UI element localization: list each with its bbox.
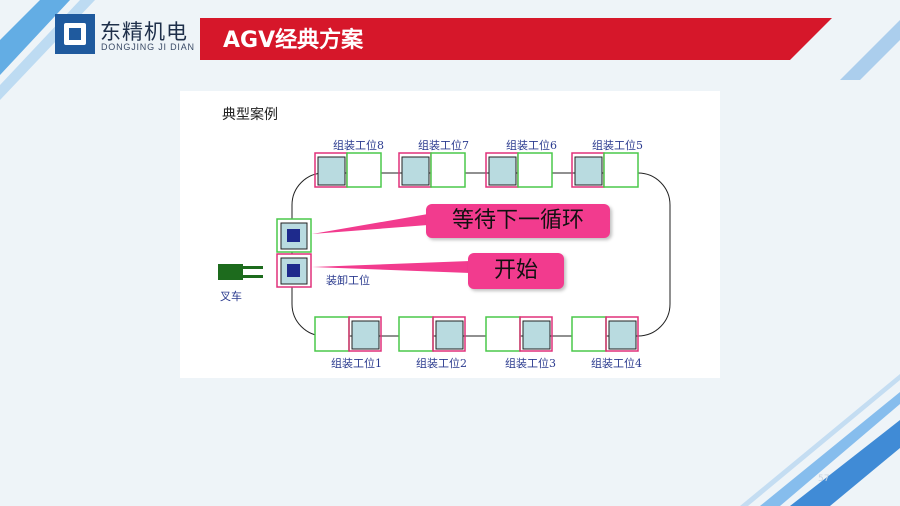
bottom-station-row [314, 316, 639, 352]
station-label-2: 组装工位2 [416, 357, 467, 370]
station-label-4: 组装工位4 [591, 357, 642, 370]
company-logo-icon [55, 14, 95, 54]
station-label-6: 组装工位6 [506, 139, 557, 152]
page-number: 57 [818, 474, 830, 484]
station-label-8: 组装工位8 [333, 139, 384, 152]
company-name-pinyin: DONGJING JI DIAN [101, 42, 195, 52]
forklift-icon [218, 264, 263, 280]
company-name: 东精机电 [100, 20, 188, 44]
figure-title: 典型案例 [222, 107, 278, 123]
callout-wait-pointer [312, 214, 428, 234]
case-figure: 典型案例 组装工位8 组装工位7 组装工位6 组装工位5 组装工位1 组装工位2… [180, 91, 720, 378]
layout-diagram [218, 152, 671, 352]
station-label-5: 组装工位5 [592, 139, 643, 152]
station-label-1: 组装工位1 [331, 357, 382, 370]
callout-start: 开始 [468, 253, 564, 289]
forklift-label: 叉车 [220, 290, 242, 303]
unload-station-label: 装卸工位 [326, 274, 370, 287]
top-station-row [314, 152, 639, 188]
station-label-7: 组装工位7 [418, 139, 469, 152]
header-banner [200, 18, 832, 60]
unload-station [276, 218, 312, 288]
callout-wait-next-cycle: 等待下一循环 [426, 204, 610, 238]
callout-start-pointer [312, 261, 470, 273]
slide-title: AGV经典方案 [223, 28, 364, 53]
station-label-3: 组装工位3 [505, 357, 556, 370]
